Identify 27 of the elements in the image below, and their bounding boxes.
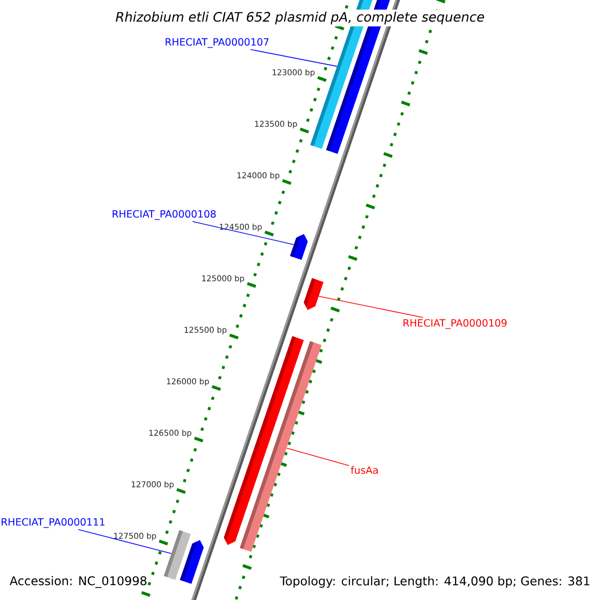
gene-label: RHECIAT_PA0000108 bbox=[112, 210, 216, 220]
tick-label: 124000 bp bbox=[236, 171, 280, 181]
gene-label: RHECIAT_PA0000111 bbox=[2, 518, 104, 528]
summary-text: Topology: circular; Length: 414,090 bp; Genes: 381 bbox=[280, 576, 590, 588]
leader-line bbox=[192, 221, 294, 246]
tick-label: 126000 bp bbox=[165, 377, 210, 387]
tick-label: 125500 bp bbox=[183, 326, 228, 336]
leader-line bbox=[318, 296, 424, 318]
gene-label: RHECIAT_PA0000107 bbox=[166, 38, 269, 48]
tick-label: 124500 bp bbox=[218, 222, 263, 232]
gene-bar bbox=[304, 278, 324, 310]
leader-line bbox=[78, 529, 172, 554]
tick-label: 123000 bp bbox=[271, 68, 316, 78]
tick-label: 125000 bp bbox=[200, 274, 246, 284]
title: Rhizobium etli CIAT 652 plasmid pA, complete sequence bbox=[113, 10, 487, 26]
gene-label: fusAa bbox=[350, 466, 378, 474]
leader-line bbox=[286, 448, 350, 466]
leader-line bbox=[250, 49, 338, 67]
gene-bar bbox=[180, 540, 204, 584]
tick-label: 123500 bp bbox=[254, 120, 298, 130]
accession-text: Accession: NC_010998 bbox=[10, 576, 146, 588]
gene-label: RHECIAT_PA0000109 bbox=[404, 319, 507, 329]
gene-bar bbox=[290, 234, 308, 260]
tick-label: 126500 bp bbox=[148, 428, 192, 438]
tick-label: 127000 bp bbox=[130, 480, 175, 490]
tick-label: 127500 bp bbox=[112, 532, 158, 542]
gene-bar bbox=[240, 341, 322, 552]
